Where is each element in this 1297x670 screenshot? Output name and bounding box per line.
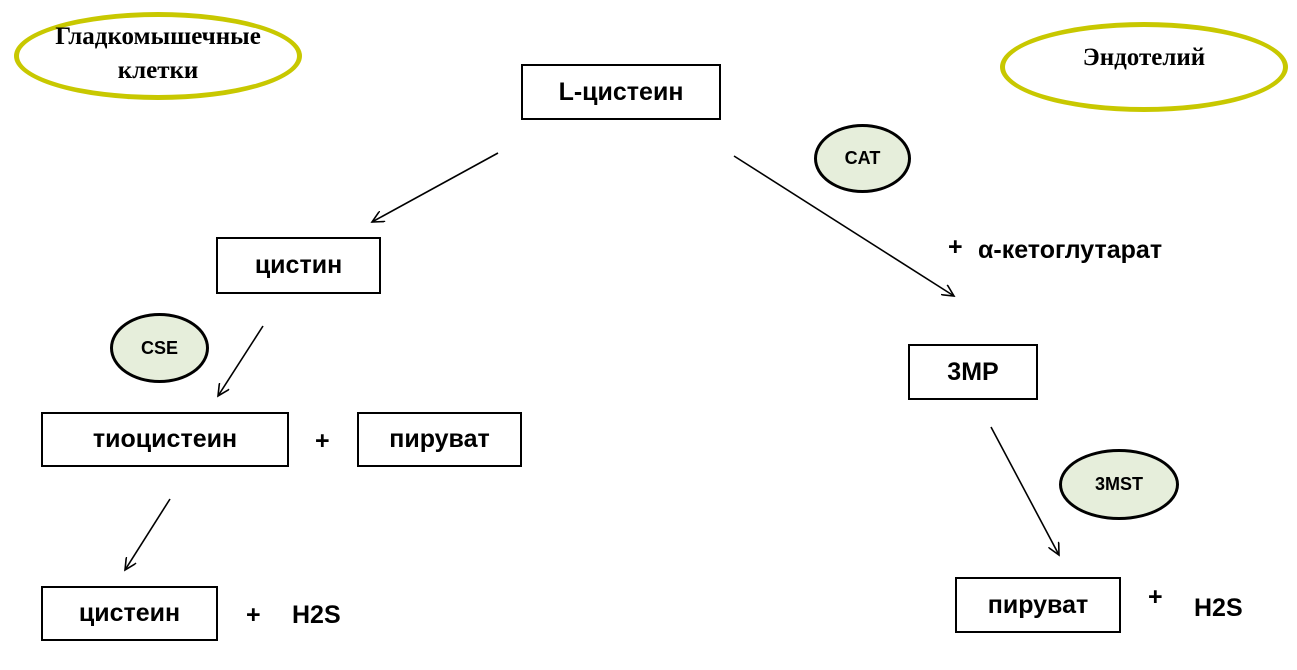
arrow-lcysteine-to-cystine [372,152,499,222]
smooth-muscle-label-line2: клетки [117,57,199,84]
plus-pyruvate-h2s: + [1148,583,1163,611]
node-cysteine: цистеин [41,586,218,641]
smooth-muscle-label-line1: Гладкомышечные [55,23,261,50]
node-pyruvate-left: пируват [357,412,522,467]
arrow-lcysteine-to-3mp [733,155,954,296]
node-thiocysteine: тиоцистеин [41,412,289,467]
arrow-thiocysteine-to-cysteine [125,498,171,570]
node-pyruvate-right: пируват [955,577,1121,633]
plus-thiocysteine-pyruvate: + [315,427,330,455]
endothelium-region-label: Эндотелий [1082,44,1206,71]
node-3mp: 3MP [908,344,1038,400]
node-cystine: цистин [216,237,381,294]
arrow-cystine-to-thiocysteine [218,325,264,396]
enzyme-cat: CAT [814,124,911,193]
product-h2s-left: H2S [292,601,341,629]
smooth-muscle-region-label: Гладкомышечные клетки [20,20,296,88]
plus-cysteine-h2s: + [246,601,261,629]
arrow-3mp-to-pyruvate [990,426,1059,555]
enzyme-cse: CSE [110,313,209,383]
product-h2s-right: H2S [1194,594,1243,622]
cosubstrate-alpha-ketoglutarate: α-кетоглутарат [978,236,1163,264]
enzyme-3mst: 3MST [1059,449,1179,520]
plus-alpha-ketoglutarate: + [948,233,963,261]
endothelium-region-ellipse [1000,22,1288,112]
node-l-cysteine: L-цистеин [521,64,721,120]
smooth-muscle-region-ellipse [14,12,302,100]
